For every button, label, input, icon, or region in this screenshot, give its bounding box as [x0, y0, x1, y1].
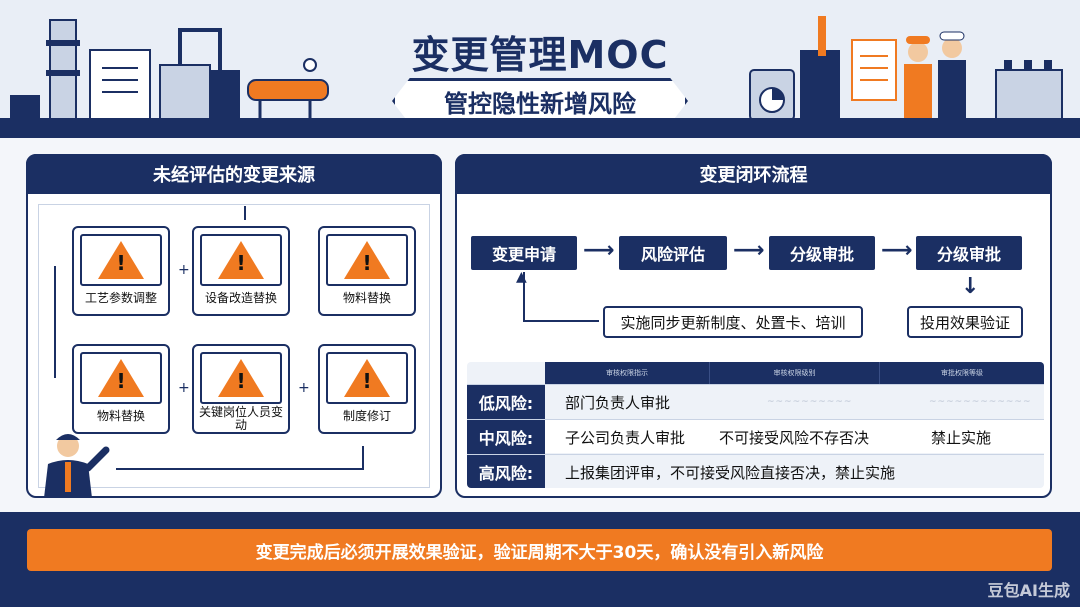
flow-step-approve-2: 分级审批 — [916, 236, 1022, 270]
table-header: 审批权限等级 — [879, 362, 1044, 384]
warning-icon: ! — [218, 241, 264, 279]
arrow-down-icon: ↓ — [961, 274, 980, 299]
page-title: 变更管理MOC — [411, 33, 669, 77]
plus-sign: + — [178, 380, 190, 396]
source-card-process-params: ! 工艺参数调整 — [72, 226, 170, 316]
source-card-label: 设备改造替换 — [204, 291, 277, 305]
source-card-material: ! 物料替换 — [318, 226, 416, 316]
warning-icon: ! — [98, 359, 144, 397]
source-card-label: 物料替换 — [342, 291, 391, 305]
table-row: 中风险: 子公司负责人审批 不可接受风险不存否决 禁止实施 — [467, 419, 1044, 454]
industrial-plant-illustration-right — [749, 16, 1063, 121]
flow-step-approve: 分级审批 — [769, 236, 875, 270]
risk-level-low: 低风险: — [467, 385, 545, 419]
source-card-label: 物料替换 — [96, 409, 145, 423]
source-card-key-personnel: ! 关键岗位人员变动 — [192, 344, 290, 434]
arrow-right-icon: ⟶ — [733, 238, 765, 263]
risk-level-high: 高风险: — [467, 455, 545, 488]
table-header: 审核权限指示 — [545, 362, 709, 384]
source-card-label: 关键岗位人员变动 — [198, 405, 283, 432]
table-cell: ~~~~~~~~~~ — [767, 397, 853, 407]
connector-line — [362, 446, 364, 470]
table-row: 高风险: 上报集团评审，不可接受风险直接否决，禁止实施 — [467, 454, 1044, 488]
page-subtitle: 管控隐性新增风险 — [444, 89, 636, 118]
change-sources-title: 未经评估的变更来源 — [26, 154, 442, 194]
industrial-plant-illustration-left — [10, 19, 329, 121]
closed-loop-title: 变更闭环流程 — [455, 154, 1052, 194]
connector-line — [523, 272, 525, 322]
connector-line — [523, 320, 599, 322]
source-card-material-2: ! 物料替换 — [72, 344, 170, 434]
arrow-right-icon: ⟶ — [583, 238, 615, 263]
connector-line — [54, 266, 56, 378]
source-card-policy: ! 制度修订 — [318, 344, 416, 434]
footer-note: 变更完成后必须开展效果验证，验证周期不大于30天，确认没有引入新风险 — [27, 529, 1052, 571]
source-card-label: 制度修订 — [342, 409, 391, 423]
table-cell: ~~~~~~~~~~~~ — [929, 397, 1032, 407]
change-sources-panel: 未经评估的变更来源 ! 工艺参数调整 + ! 设备改造替换 ! 物料替换 ! 物… — [26, 154, 442, 498]
approver-cell: 部门负责人审批 — [565, 393, 671, 412]
sync-action-box: 实施同步更新制度、处置卡、培训 — [603, 306, 863, 338]
source-card-label: 工艺参数调整 — [84, 291, 157, 305]
source-card-equipment: ! 设备改造替换 — [192, 226, 290, 316]
arrow-up-icon: ▲ — [516, 269, 527, 285]
title-plate: 变更管理MOC 管控隐性新增风险 — [378, 18, 702, 128]
arrow-right-icon: ⟶ — [881, 238, 913, 263]
warning-icon: ! — [344, 241, 390, 279]
table-cell: 禁止实施 — [931, 428, 992, 447]
header-stripe — [0, 118, 1080, 138]
verify-box: 投用效果验证 — [907, 306, 1023, 338]
risk-level-medium: 中风险: — [467, 420, 545, 454]
connector-line — [116, 468, 362, 470]
subtitle-banner: 管控隐性新增风险 — [392, 78, 688, 124]
plus-sign: + — [178, 262, 190, 278]
warning-icon: ! — [344, 359, 390, 397]
watermark: 豆包AI生成 — [987, 581, 1070, 600]
presenter-illustration — [44, 434, 110, 498]
risk-level-table: 审核权限指示 审核权限级别 审批权限等级 低风险: 部门负责人审批 ~~~~~~… — [467, 362, 1044, 488]
change-sources-frame — [38, 204, 430, 488]
flow-step-assess: 风险评估 — [619, 236, 727, 270]
table-cell: 不可接受风险不存否决 — [719, 428, 870, 447]
approver-cell: 子公司负责人审批 — [565, 428, 686, 447]
header-band: 变更管理MOC 管控隐性新增风险 — [0, 0, 1080, 138]
table-row: 低风险: 部门负责人审批 ~~~~~~~~~~ ~~~~~~~~~~~~ — [467, 384, 1044, 419]
connector-line — [244, 206, 246, 220]
warning-icon: ! — [98, 241, 144, 279]
plus-sign: + — [298, 380, 310, 396]
approver-cell: 上报集团评审，不可接受风险直接否决，禁止实施 — [565, 463, 896, 482]
warning-icon: ! — [218, 359, 264, 397]
table-header: 审核权限级别 — [709, 362, 879, 384]
flow-step-apply: 变更申请 — [471, 236, 577, 270]
closed-loop-panel: 变更闭环流程 变更申请 ⟶ 风险评估 ⟶ 分级审批 ⟶ 分级审批 ↓ ▲ 实施同… — [455, 154, 1052, 498]
